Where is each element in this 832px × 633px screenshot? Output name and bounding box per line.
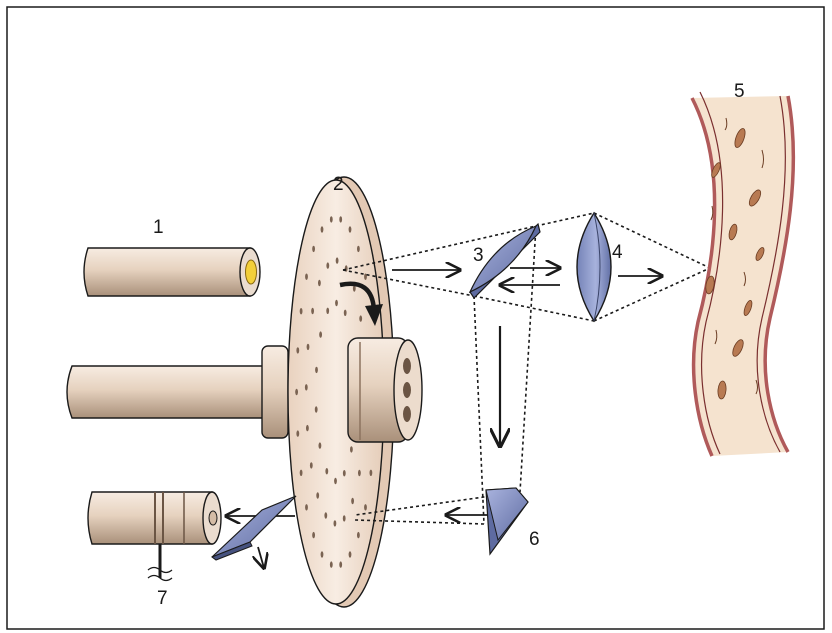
pinhole (315, 366, 318, 374)
pinhole (299, 308, 303, 315)
pinhole (348, 226, 352, 233)
return-mirror (485, 487, 529, 556)
nipkow-disk (287, 176, 423, 608)
label-beam-splitter: 3 (473, 245, 484, 266)
pinhole (316, 492, 320, 499)
pinhole (320, 226, 324, 233)
motor-shaft (66, 345, 289, 439)
pinhole (305, 504, 308, 511)
pinhole (352, 285, 356, 292)
pinhole (364, 273, 367, 280)
pinhole (314, 406, 318, 413)
deflecting-mirror (210, 495, 297, 561)
pinhole (333, 520, 337, 527)
pinhole (312, 531, 315, 539)
pinhole (350, 446, 353, 453)
pinhole (357, 531, 360, 539)
label-light-source: 1 (153, 217, 164, 238)
label-objective-lens: 4 (612, 242, 623, 263)
pinhole (326, 262, 330, 269)
pinhole (324, 512, 328, 519)
pinhole (320, 551, 324, 558)
pinhole (309, 462, 313, 469)
pinhole (329, 216, 333, 223)
pinhole (358, 469, 361, 477)
label-mirror: 6 (529, 529, 540, 550)
light-source-icon (245, 259, 257, 285)
pinhole (357, 245, 360, 253)
pinhole (295, 388, 298, 396)
component-labels: 1 2 3 4 5 6 7 (153, 81, 745, 609)
tissue-specimen (690, 91, 796, 457)
pinhole (339, 561, 343, 568)
rotation-arrow-icon (339, 281, 377, 311)
pinhole (318, 279, 321, 287)
pinhole (364, 504, 367, 511)
pinhole (296, 347, 300, 354)
pinhole (299, 469, 303, 476)
pinhole (311, 307, 314, 315)
pinhole (296, 430, 300, 437)
pinhole (319, 331, 322, 338)
pinhole (326, 307, 330, 314)
pinhole (359, 315, 363, 322)
pinhole (312, 245, 315, 253)
detector-tube (87, 491, 222, 582)
pinhole (329, 561, 333, 568)
label-detector: 7 (157, 588, 168, 609)
pinhole (325, 468, 329, 475)
pinhole (306, 424, 309, 432)
pinhole (369, 469, 373, 476)
pinhole (335, 299, 338, 307)
pinhole (348, 551, 352, 558)
label-nipkow-disk: 2 (333, 174, 344, 195)
pinhole (334, 477, 337, 485)
pinhole (339, 216, 343, 223)
pinhole (304, 384, 308, 391)
pinhole (318, 442, 322, 449)
light-direction-arrows (226, 268, 662, 568)
arrow-deflect-down-icon (258, 546, 264, 568)
pinhole (342, 470, 346, 477)
beam-paths (342, 212, 711, 525)
pinhole (343, 309, 347, 316)
pinhole (335, 257, 339, 264)
pinhole (342, 515, 346, 522)
disk-pinholes (295, 216, 373, 568)
pinhole (305, 273, 308, 280)
pinhole (351, 497, 354, 505)
label-tissue: 5 (734, 81, 745, 102)
tissue-cells (705, 128, 765, 400)
pinhole (306, 343, 310, 351)
light-source-tube (83, 247, 261, 297)
objective-lens (576, 211, 612, 323)
beam-splitter-mirror (468, 222, 541, 299)
